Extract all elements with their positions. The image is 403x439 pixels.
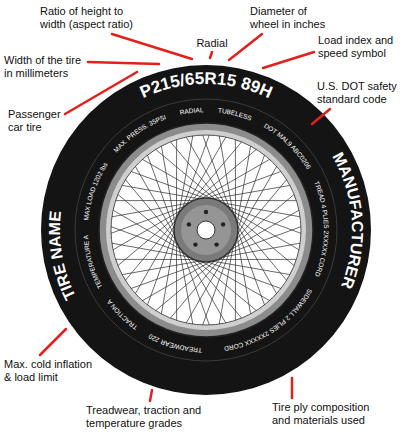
spoke-line xyxy=(211,200,296,201)
lug-hole xyxy=(187,222,191,226)
spoke-line xyxy=(187,142,242,207)
sidewall-small-print: MAX. PRESS. 35PSI xyxy=(112,113,167,154)
tire-sidewall xyxy=(41,65,371,395)
sidewall-marking: MANUFACTURER xyxy=(329,149,366,291)
sidewall-small-print: TREADWEAR 220 xyxy=(147,333,202,354)
spoke-line xyxy=(156,256,221,311)
sidewall-small-print: TEMPERATURE A xyxy=(82,234,103,290)
spoke-line xyxy=(131,260,211,289)
spoke-line xyxy=(196,159,270,201)
callout-label: Radial xyxy=(192,37,232,50)
sidewall-small-print: TREAD 4 PLIES 2XXXXX CORD xyxy=(313,180,330,278)
hub-center xyxy=(197,221,215,239)
sidewall-small-print: MAX LOAD 1202 lbs xyxy=(82,161,109,221)
spoke-line xyxy=(125,180,180,245)
leader-line xyxy=(88,62,159,64)
spoke-line xyxy=(142,159,216,201)
sidewall-small-print: RADIAL xyxy=(179,106,204,116)
callout-label: Diameter of wheel in inches xyxy=(250,5,330,31)
spoke-line xyxy=(234,166,276,240)
leader-lines xyxy=(40,34,330,401)
callout-label: Width of the tire in millimeters xyxy=(4,54,88,80)
leader-line xyxy=(291,378,294,398)
sidewall-small-print: TRACTION A xyxy=(105,298,138,331)
callout-label: Load index and speed symbol xyxy=(318,34,398,60)
rim-flange xyxy=(106,130,306,330)
spoke-line xyxy=(116,259,201,260)
sidewall-small-print: DOT MAL9 ABC0206 xyxy=(263,122,313,171)
leader-line xyxy=(312,109,330,124)
sidewall-lettering: P215/65R15 89HTIRE NAMEMANUFACTURERTREAD… xyxy=(46,69,366,354)
spoke-line xyxy=(116,200,201,201)
spoke-line xyxy=(176,235,177,320)
sidewall-small-print: SIDEWALL 2 PLIES 2XXXXX CORD xyxy=(223,288,313,353)
spoke-line xyxy=(232,215,287,280)
spoke-line xyxy=(211,259,296,260)
hub-cap xyxy=(181,205,231,255)
spoke-line xyxy=(236,146,251,230)
spoke-line xyxy=(196,258,270,300)
spoke-line xyxy=(201,172,281,201)
wheel-face xyxy=(111,135,301,325)
leader-line xyxy=(40,329,66,355)
callout-label: U.S. DOT safety standard code xyxy=(317,80,401,106)
spoke-line xyxy=(235,140,236,225)
leader-line xyxy=(150,390,152,401)
spoke-line xyxy=(191,149,256,204)
spoke-line xyxy=(135,220,177,294)
leader-line xyxy=(263,52,314,68)
spoke-line xyxy=(235,235,236,320)
callout-label: Treadwear, traction and temperature grad… xyxy=(86,404,208,430)
lug-hole xyxy=(221,222,225,226)
callout-label: Max. cold inflation & load limit xyxy=(4,358,96,384)
spoke-line xyxy=(148,155,177,235)
lug-hole xyxy=(204,210,208,214)
sidewall-ridge xyxy=(75,99,337,361)
callout-label: Passenger car tire xyxy=(8,108,68,134)
spoke-line xyxy=(206,260,290,275)
sidewall-small-print: TUBELESS xyxy=(218,107,254,122)
leader-line xyxy=(210,52,212,58)
callout-label: Tire ply composition and materials used xyxy=(272,401,382,427)
spoke-line xyxy=(236,225,265,305)
spoke-line xyxy=(161,230,176,314)
leader-line xyxy=(229,34,262,60)
lug-hole xyxy=(193,242,197,246)
wheel-rim xyxy=(99,123,313,337)
callout-label: Ratio of height to width (aspect ratio) xyxy=(40,5,140,31)
lug-hole xyxy=(214,242,218,246)
leader-line xyxy=(65,72,137,114)
spoke-line xyxy=(176,140,177,225)
wire-spokes xyxy=(111,135,301,325)
sidewall-marking: P215/65R15 89H xyxy=(137,69,275,102)
leader-line xyxy=(112,34,192,59)
wheel-hub xyxy=(174,198,238,262)
sidewall-marking: TIRE NAME xyxy=(46,210,79,303)
